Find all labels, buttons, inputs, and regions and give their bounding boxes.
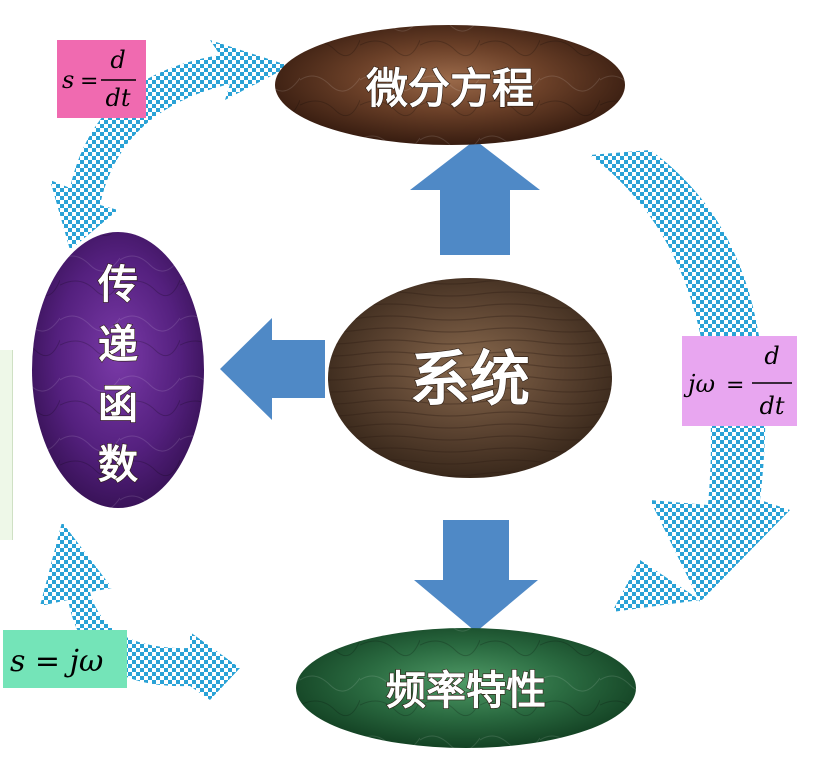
formula-s-lhs: s — [62, 66, 74, 94]
formula-jw-den: dt — [759, 392, 784, 420]
curved-arrow-top-left — [50, 40, 290, 250]
node-bottom-label: 频率特性 — [386, 668, 546, 714]
formula-jw-num: d — [764, 342, 779, 370]
arrow-left-to-transfer-function — [220, 318, 325, 420]
left-side-panel — [0, 350, 13, 540]
curved-arrow-right — [590, 150, 790, 602]
node-frequency-characteristic: 频率特性 — [296, 628, 636, 748]
formula-jw-equals-d-dt: jω = d dt — [682, 336, 797, 426]
curved-arrow-right-tail — [612, 560, 700, 612]
node-center-label: 系统 — [410, 345, 530, 415]
formula-s-equals-d-dt: s = d dt — [57, 40, 146, 118]
node-system: 系统 — [328, 278, 612, 478]
formula-jw-lhs: jω — [683, 370, 715, 398]
node-top-label: 微分方程 — [365, 64, 534, 113]
node-left-char-4: 数 — [98, 442, 138, 488]
formula-jw-eq: = — [726, 373, 744, 398]
node-left-char-3: 函 — [98, 382, 138, 428]
formula-s-eq: = — [80, 69, 98, 94]
node-left-char-1: 传 — [97, 262, 138, 308]
arrow-up-to-differential-equation — [410, 140, 540, 255]
formula-s-num: d — [110, 46, 125, 74]
node-differential-equation: 微分方程 — [275, 25, 625, 145]
formula-s-jw-text: s = jω — [10, 644, 103, 679]
arrow-down-to-frequency-characteristic — [414, 520, 538, 632]
node-left-char-2: 递 — [98, 322, 138, 368]
curved-arrow-bottom-left — [40, 522, 240, 700]
formula-s-den: dt — [105, 84, 130, 112]
node-transfer-function: 传 递 函 数 — [32, 232, 204, 508]
formula-s-equals-jw: s = jω — [3, 630, 127, 688]
